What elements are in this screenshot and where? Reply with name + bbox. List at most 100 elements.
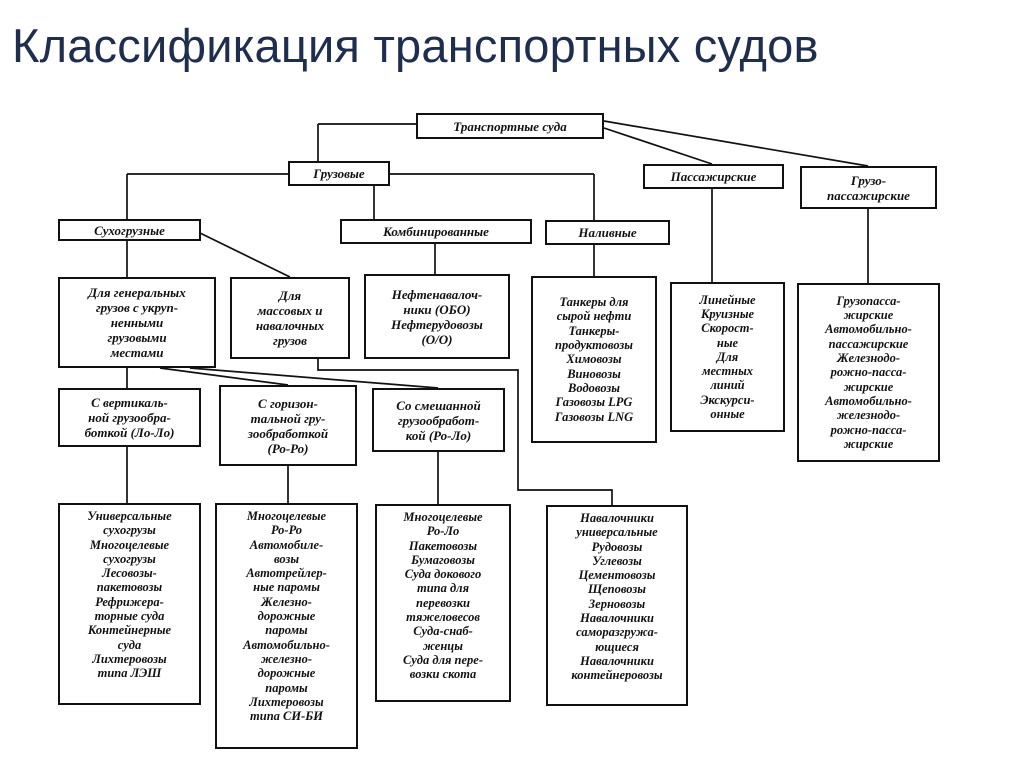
node-text-line: Суда докового xyxy=(404,567,482,582)
node-text-line: саморазгружа- xyxy=(576,625,658,640)
node-text-line: Виновозы xyxy=(567,366,621,381)
node-text-line: Лихтеровозы xyxy=(92,651,167,666)
node-text-line: Автотрейлер- xyxy=(246,566,327,581)
node-text-line: Водовозы xyxy=(568,380,620,395)
node-text-line: Навалочники xyxy=(580,653,654,668)
node-text-line: Автомобильно- xyxy=(825,393,912,408)
node-text-line: (О/О) xyxy=(421,331,453,347)
node-roro: С горизон-тальной гру-зообработкой(Ро-Ро… xyxy=(219,385,357,466)
node-text-line: пакетовозы xyxy=(96,580,163,595)
node-text-line: линий xyxy=(710,378,745,393)
node-text-line: С горизон- xyxy=(258,395,318,411)
line-general-roro xyxy=(159,367,289,386)
node-text-line: грузов с укруп- xyxy=(95,300,179,315)
node-text-line: Навалочники xyxy=(580,511,654,525)
node-text-line: Газовозы LNG xyxy=(554,409,634,424)
node-text-line: Лесовозы- xyxy=(102,566,157,581)
node-text-line: Суда-снаб- xyxy=(413,624,473,639)
node-text-line: Комбинированные xyxy=(383,224,489,239)
node-liquid: Наливные xyxy=(545,220,670,245)
node-text-line: Лихтеровозы xyxy=(249,694,324,709)
node-text-line: суда xyxy=(117,637,142,652)
node-text-line: зообработкой xyxy=(247,425,329,441)
node-text-line: боткой (Ло-Ло) xyxy=(84,425,175,440)
node-text-line: Железнодо- xyxy=(836,351,901,366)
node-text-line: Транспортные суда xyxy=(453,118,567,134)
node-text-line: Сухогрузные xyxy=(94,222,165,238)
node-text-line: Автомобильно- xyxy=(825,322,912,337)
node-text-line: продуктовозы xyxy=(555,338,633,353)
node-text-line: тальной гру- xyxy=(250,410,326,426)
node-text-line: типа СИ-БИ xyxy=(250,709,323,724)
node-text-line: Грузо- xyxy=(850,172,887,188)
node-text-line: Суда для пере- xyxy=(402,652,484,667)
node-text-line: Цементовозы xyxy=(578,568,656,583)
node-text-line: Контейнерные xyxy=(87,623,172,638)
node-text-line: (Ро-Ро) xyxy=(267,440,309,456)
node-text-line: контейнеровозы xyxy=(571,668,663,683)
node-text-line: Универсальные xyxy=(87,509,172,523)
node-combined: Комбинированные xyxy=(340,219,532,244)
node-text-line: Газовозы LPG xyxy=(555,395,633,410)
node-text-line: ющиеся xyxy=(595,639,639,654)
node-text-line: Со смешанной xyxy=(396,397,481,413)
node-text-line: торные суда xyxy=(94,609,165,624)
page-title: Классификация транспортных судов xyxy=(12,19,819,72)
node-text-line: жирские xyxy=(843,436,894,451)
node-text-line: железнодо- xyxy=(836,408,901,423)
node-text-line: Автомобильно- xyxy=(243,637,330,652)
node-text-line: паромы xyxy=(265,623,308,638)
node-text-line: навалочных xyxy=(255,318,325,333)
node-text-line: Многоцелевые xyxy=(89,537,170,552)
node-text-line: Зерновозы xyxy=(588,596,646,611)
node-text-line: Грузовые xyxy=(313,166,365,181)
node-text-line: Наливные xyxy=(578,225,637,240)
node-text-line: местных xyxy=(701,364,754,379)
node-text-line: грузовыми xyxy=(107,330,167,345)
node-text-line: Пассажирские xyxy=(670,169,757,184)
node-text-line: железно- xyxy=(260,651,312,666)
node-text-line: Пакетовозы xyxy=(408,538,478,553)
line-root-cargo-passenger xyxy=(603,120,869,167)
node-text-line: Танкеры для xyxy=(559,295,629,310)
node-text-line: местами xyxy=(110,345,164,360)
node-text-line: грузов xyxy=(273,333,307,348)
node-text-line: пассажирские xyxy=(828,336,909,351)
node-text-line: Скорост- xyxy=(701,321,754,336)
node-text-line: Нефтенавалоч- xyxy=(391,286,483,302)
node-text-line: Навалочники xyxy=(580,611,654,626)
node-text-line: дорожные xyxy=(257,609,316,624)
node-text-line: Грузопасса- xyxy=(836,293,901,308)
node-text-line: ные паромы xyxy=(253,580,320,595)
node-text-line: грузообработ- xyxy=(397,412,480,428)
node-text-line: Многоцелевые xyxy=(403,510,483,524)
node-text-line: жирские xyxy=(843,308,894,323)
node-text-line: дорожные xyxy=(257,666,316,681)
node-text-line: Многоцелевые xyxy=(246,509,327,523)
node-text-line: сухогрузы xyxy=(103,551,156,566)
node-passenger: Пассажирские xyxy=(643,164,784,189)
node-text-line: женцы xyxy=(423,638,463,653)
node-text-line: онные xyxy=(710,407,745,422)
node-text-line: возы xyxy=(273,551,300,566)
node-lolo: С вертикаль-ной грузообра-боткой (Ло-Ло) xyxy=(58,388,201,447)
node-transport-ships: Транспортные суда xyxy=(416,113,604,139)
node-text-line: ной грузообра- xyxy=(88,410,171,425)
node-text-line: Экскурси- xyxy=(700,392,755,407)
node-text-line: пассажирские xyxy=(827,187,910,203)
node-text-line: Рудовозы xyxy=(591,539,643,554)
node-text-line: Углевозы xyxy=(592,553,642,568)
node-text-line: массовых и xyxy=(257,303,323,318)
node-text-line: возки скота xyxy=(409,667,477,682)
node-text-line: Круизные xyxy=(700,306,755,321)
node-text-line: универсальные xyxy=(576,525,658,540)
node-text-line: тяжеловесов xyxy=(406,610,480,625)
